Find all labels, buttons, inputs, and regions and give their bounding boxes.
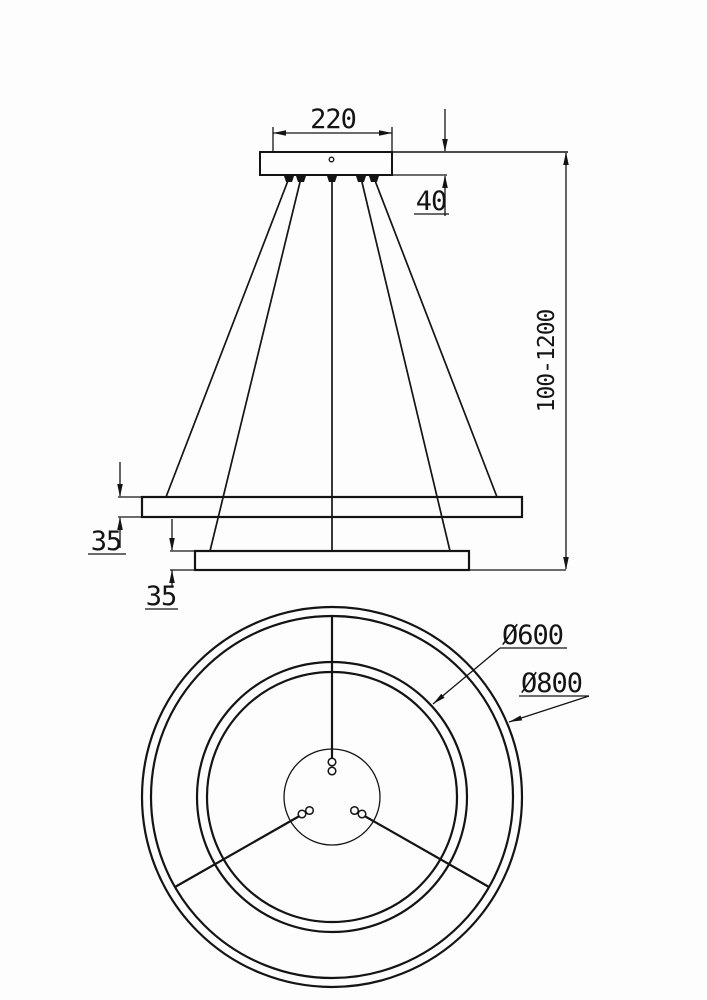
dimension-canopy-height: 40 — [414, 109, 449, 217]
outer-ring-outer-edge — [140, 605, 524, 989]
cable-outer-right — [373, 177, 498, 498]
dimension-inner-ring-thickness: 35 — [145, 519, 178, 612]
suspension-cables — [165, 175, 498, 552]
dim-label-35-outer: 35 — [91, 526, 122, 557]
dimension-outer-ring-thickness: 35 — [88, 462, 126, 557]
dim-label-40: 40 — [416, 186, 447, 217]
arrowhead-up — [442, 175, 448, 188]
spoke-lower-right — [360, 813, 490, 888]
eyelet — [297, 809, 307, 819]
eyelet — [327, 766, 337, 776]
eyelet — [349, 805, 360, 816]
cable-anchor — [356, 176, 366, 182]
leader-line — [432, 647, 501, 705]
dimension-canopy-width: 220 — [272, 104, 393, 151]
elevation-view: 220 40 100-1200 35 — [88, 104, 569, 612]
arrowhead-up — [169, 570, 175, 583]
arrowhead-up — [563, 152, 569, 165]
dia-label-600: Ø600 — [502, 620, 563, 651]
spokes — [174, 617, 490, 888]
dim-label-100-1200: 100-1200 — [534, 309, 560, 412]
canopy-center-hole — [328, 156, 335, 163]
inner-ring-body — [193, 549, 471, 572]
spoke-lower-left — [174, 813, 304, 888]
cable-anchor — [369, 176, 379, 182]
eyelet — [357, 809, 367, 819]
cable-anchor — [284, 176, 294, 182]
arrowhead-left — [273, 130, 286, 136]
eyelet — [327, 757, 337, 767]
arrowhead-down — [117, 484, 123, 497]
arrowhead-right — [379, 130, 392, 136]
arrowhead — [509, 715, 523, 722]
outer-ring-profile — [118, 495, 524, 519]
outer-ring-inner-edge — [149, 614, 515, 980]
outer-ring-body — [140, 495, 524, 519]
arrowhead-down — [563, 557, 569, 570]
leader-diameter-800: Ø800 — [508, 668, 590, 723]
cable-outer-left — [165, 177, 290, 498]
eyelet — [304, 805, 315, 816]
canopy-body — [259, 151, 393, 176]
dim-label-220: 220 — [310, 104, 356, 135]
arrowhead-down — [442, 139, 448, 152]
inner-ring-profile — [170, 549, 566, 572]
cable-inner-right — [360, 177, 451, 552]
cable-eyelets — [297, 757, 367, 819]
dimension-suspension-height: 100-1200 — [534, 152, 569, 570]
arrowhead — [433, 693, 445, 704]
arrowhead-down — [169, 538, 175, 551]
cable-anchor — [296, 176, 306, 182]
dia-label-800: Ø800 — [521, 668, 582, 699]
dim-label-35-inner: 35 — [146, 581, 177, 612]
plan-view: Ø600 Ø800 — [140, 605, 590, 989]
leader-line — [508, 695, 590, 723]
cable-anchor — [327, 176, 337, 182]
leader-diameter-600: Ø600 — [432, 620, 567, 705]
cable-inner-left — [209, 177, 302, 552]
arrowhead-up — [117, 517, 123, 530]
canopy — [259, 151, 393, 182]
